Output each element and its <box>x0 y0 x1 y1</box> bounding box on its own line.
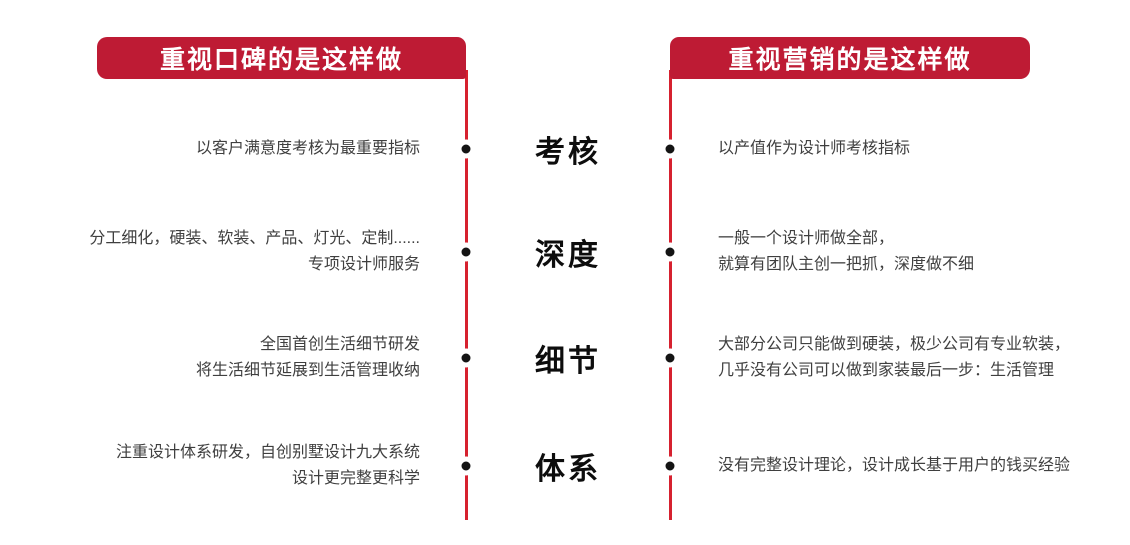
bullseye-icon <box>665 144 675 154</box>
bullseye-icon <box>665 353 675 363</box>
row-shendu-left-text: 分工细化，硬装、软装、产品、灯光、定制...... 专项设计师服务 <box>89 230 420 273</box>
right-header-label: 重视营销的是这样做 <box>728 46 972 74</box>
row-tixi-left-text: 注重设计体系研发，自创别墅设计九大系统 设计更完整更科学 <box>115 444 420 487</box>
right-header-banner: 重视营销的是这样做 <box>670 37 1030 79</box>
row-kaohe-category: 考核 <box>535 136 601 169</box>
row-kaohe-left-text: 以客户满意度考核为最重要指标 <box>195 140 420 157</box>
bullseye-icon <box>461 144 471 154</box>
row-xijie-left-text: 全国首创生活细节研发 将生活细节延展到生活管理收纳 <box>195 336 420 379</box>
row-shendu-right-text: 一般一个设计师做全部， 就算有团队主创一把抓，深度做不细 <box>718 230 975 273</box>
row-xijie-right-text: 大部分公司只能做到硬装，极少公司有专业软装， 几乎没有公司可以做到家装最后一步：… <box>718 336 1071 379</box>
left-header-label: 重视口碑的是这样做 <box>159 46 403 74</box>
row-kaohe-right-text: 以产值作为设计师考核指标 <box>718 140 911 157</box>
bullseye-icon <box>461 353 471 363</box>
row-tixi-category: 体系 <box>535 453 601 486</box>
left-header-banner: 重视口碑的是这样做 <box>97 37 466 79</box>
bullseye-icon <box>461 247 471 257</box>
row-shendu-category: 深度 <box>535 239 601 272</box>
bullseye-icon <box>461 461 471 471</box>
left-timeline-line <box>465 70 468 520</box>
row-tixi-right-text: 没有完整设计理论，设计成长基于用户的钱买经验 <box>718 457 1071 474</box>
bullseye-icon <box>665 461 675 471</box>
row-xijie-category: 细节 <box>535 345 601 378</box>
bullseye-icon <box>665 247 675 257</box>
right-timeline-line <box>669 70 672 520</box>
